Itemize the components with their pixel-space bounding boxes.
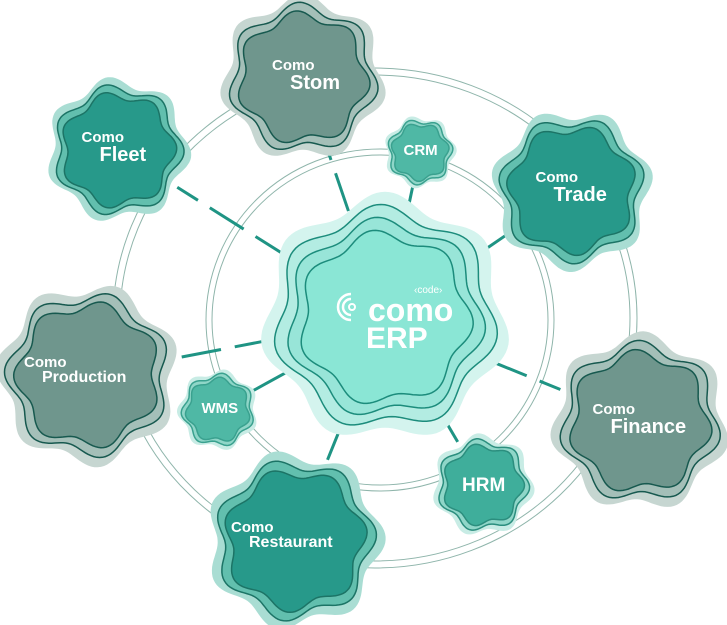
center-blob-layer-3 [300,229,474,405]
como-code-tag: ‹code› [414,285,443,296]
node-trade-layer-2 [506,126,636,257]
node-name: CRM [403,142,438,159]
node-fleet-layer-2 [62,92,178,209]
node-name: Finance [610,416,687,438]
connector-finance [489,359,561,391]
node-name: Fleet [99,144,147,166]
node-restaurant-layer-2 [224,470,368,614]
node-prefix: Como [81,129,125,146]
node-prefix: Como [231,519,274,536]
node-name: Restaurant [249,534,333,551]
center-brand: como [368,292,454,328]
como-signal-icon [336,292,356,322]
node-crm-layer-2 [390,123,450,183]
node-label-hrm: HRM [462,476,505,495]
node-name: Production [42,369,127,386]
node-stom-layer-2 [237,10,371,144]
node-prefix: Como [272,57,315,74]
orbit-inner-2 [205,148,555,492]
node-prefix: Como [592,401,636,418]
node-prefix: Como [24,354,67,371]
node-name: WMS [201,400,239,417]
node-name: Stom [290,72,340,94]
node-finance-layer-2 [569,348,713,492]
center-product: ERP [366,322,428,355]
connector-production [174,337,275,360]
connector-fleet [176,186,291,260]
connector-stom [327,153,350,212]
node-name: Trade [553,184,607,206]
node-prefix: Como [535,169,579,186]
orbit-inner [211,154,549,486]
node-name: HRM [462,475,506,496]
node-hrm-layer-2 [443,443,526,527]
node-label-wms: WMS [202,401,239,417]
node-wms-layer-2 [184,376,251,442]
connector-wms [252,371,287,393]
node-label-crm: CRM [404,143,438,159]
node-production-layer-2 [12,301,158,449]
